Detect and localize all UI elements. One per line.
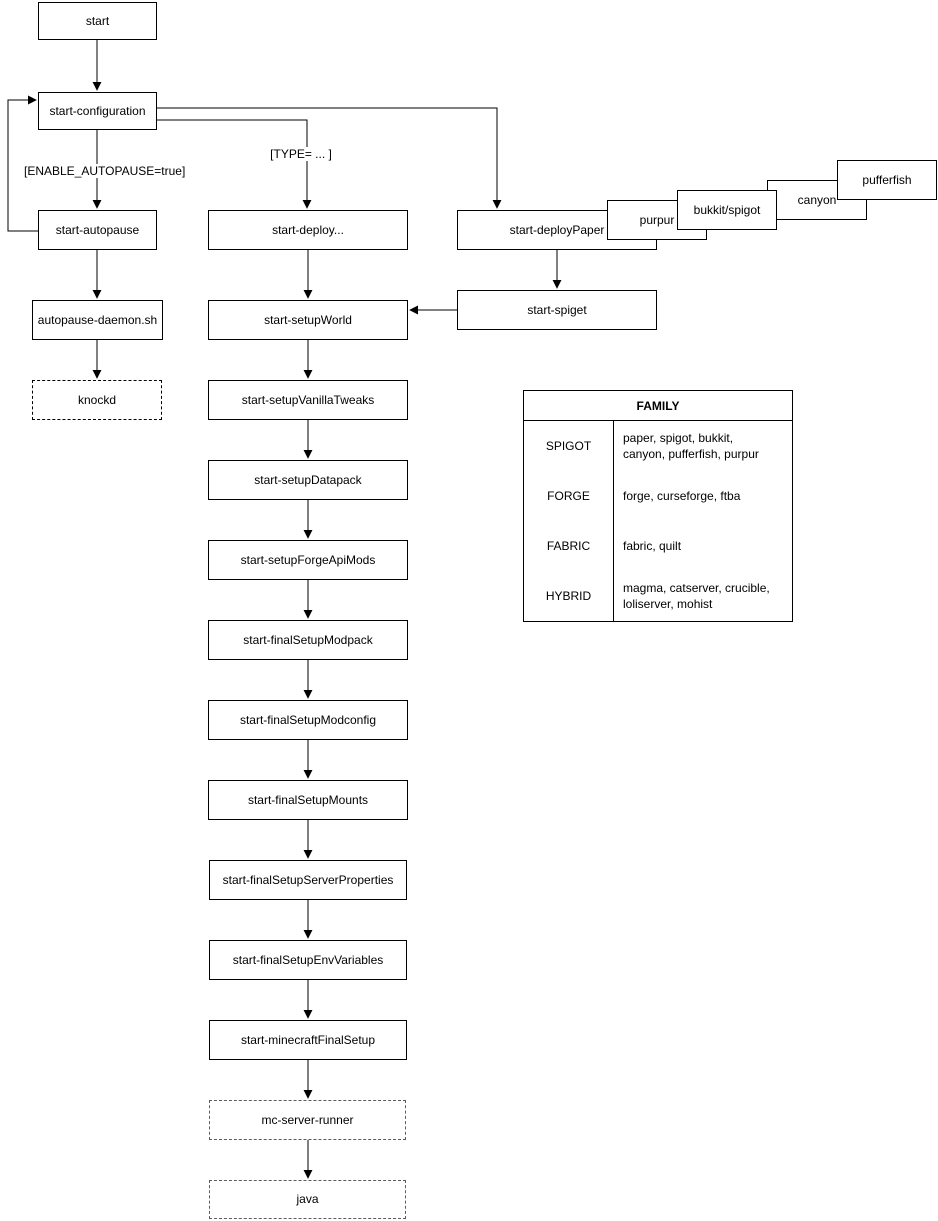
edge-configuration-to-deploypaper — [157, 107, 502, 209]
edge-configuration-to-deploy — [157, 119, 312, 209]
node-final-setup-server-properties: start-finalSetupServerProperties — [209, 860, 407, 900]
node-start-configuration: start-configuration — [38, 92, 157, 130]
node-bukkit-spigot: bukkit/spigot — [677, 190, 777, 230]
family-members: magma, catserver, crucible, loliserver, … — [623, 580, 770, 611]
edge-autopause-to-configuration-loop — [7, 95, 38, 232]
node-start-autopause: start-autopause — [38, 210, 157, 250]
node-start-deploy: start-deploy... — [208, 210, 408, 250]
node-final-setup-modpack: start-finalSetupModpack — [208, 620, 408, 660]
node-final-setup-env-variables: start-finalSetupEnvVariables — [209, 940, 407, 980]
edge-label-type: [TYPE= ... ] — [265, 147, 337, 161]
node-final-setup-mounts: start-finalSetupMounts — [208, 780, 408, 820]
node-final-setup-modconfig: start-finalSetupModconfig — [208, 700, 408, 740]
family-table-title: FAMILY — [524, 391, 792, 421]
edge-label-enable-autopause: [ENABLE_AUTOPAUSE=true] — [24, 164, 186, 178]
node-start: start — [38, 2, 157, 40]
node-setup-world: start-setupWorld — [208, 300, 408, 340]
node-start-spiget: start-spiget — [457, 290, 657, 330]
node-minecraft-final-setup: start-minecraftFinalSetup — [209, 1020, 407, 1060]
family-name: FORGE — [524, 471, 614, 521]
table-row: HYBRID magma, catserver, crucible, lolis… — [524, 571, 792, 621]
node-pufferfish: pufferfish — [837, 160, 937, 200]
family-members: paper, spigot, bukkit, canyon, pufferfis… — [623, 430, 759, 461]
family-members: forge, curseforge, ftba — [623, 488, 741, 503]
node-java: java — [209, 1180, 406, 1219]
node-knockd: knockd — [32, 380, 162, 420]
family-members: fabric, quilt — [623, 538, 682, 553]
family-name: HYBRID — [524, 571, 614, 621]
table-row: SPIGOT paper, spigot, bukkit, canyon, pu… — [524, 421, 792, 471]
node-autopause-daemon: autopause-daemon.sh — [32, 300, 163, 340]
family-table: FAMILY SPIGOT paper, spigot, bukkit, can… — [523, 390, 793, 622]
node-setup-vanilla-tweaks: start-setupVanillaTweaks — [208, 380, 408, 420]
node-canyon: canyon — [767, 180, 867, 220]
node-setup-forge-api-mods: start-setupForgeApiMods — [208, 540, 408, 580]
node-setup-datapack: start-setupDatapack — [208, 460, 408, 500]
family-name: FABRIC — [524, 521, 614, 571]
table-row: FORGE forge, curseforge, ftba — [524, 471, 792, 521]
table-row: FABRIC fabric, quilt — [524, 521, 792, 571]
node-mc-server-runner: mc-server-runner — [209, 1100, 406, 1140]
family-name: SPIGOT — [524, 421, 614, 471]
